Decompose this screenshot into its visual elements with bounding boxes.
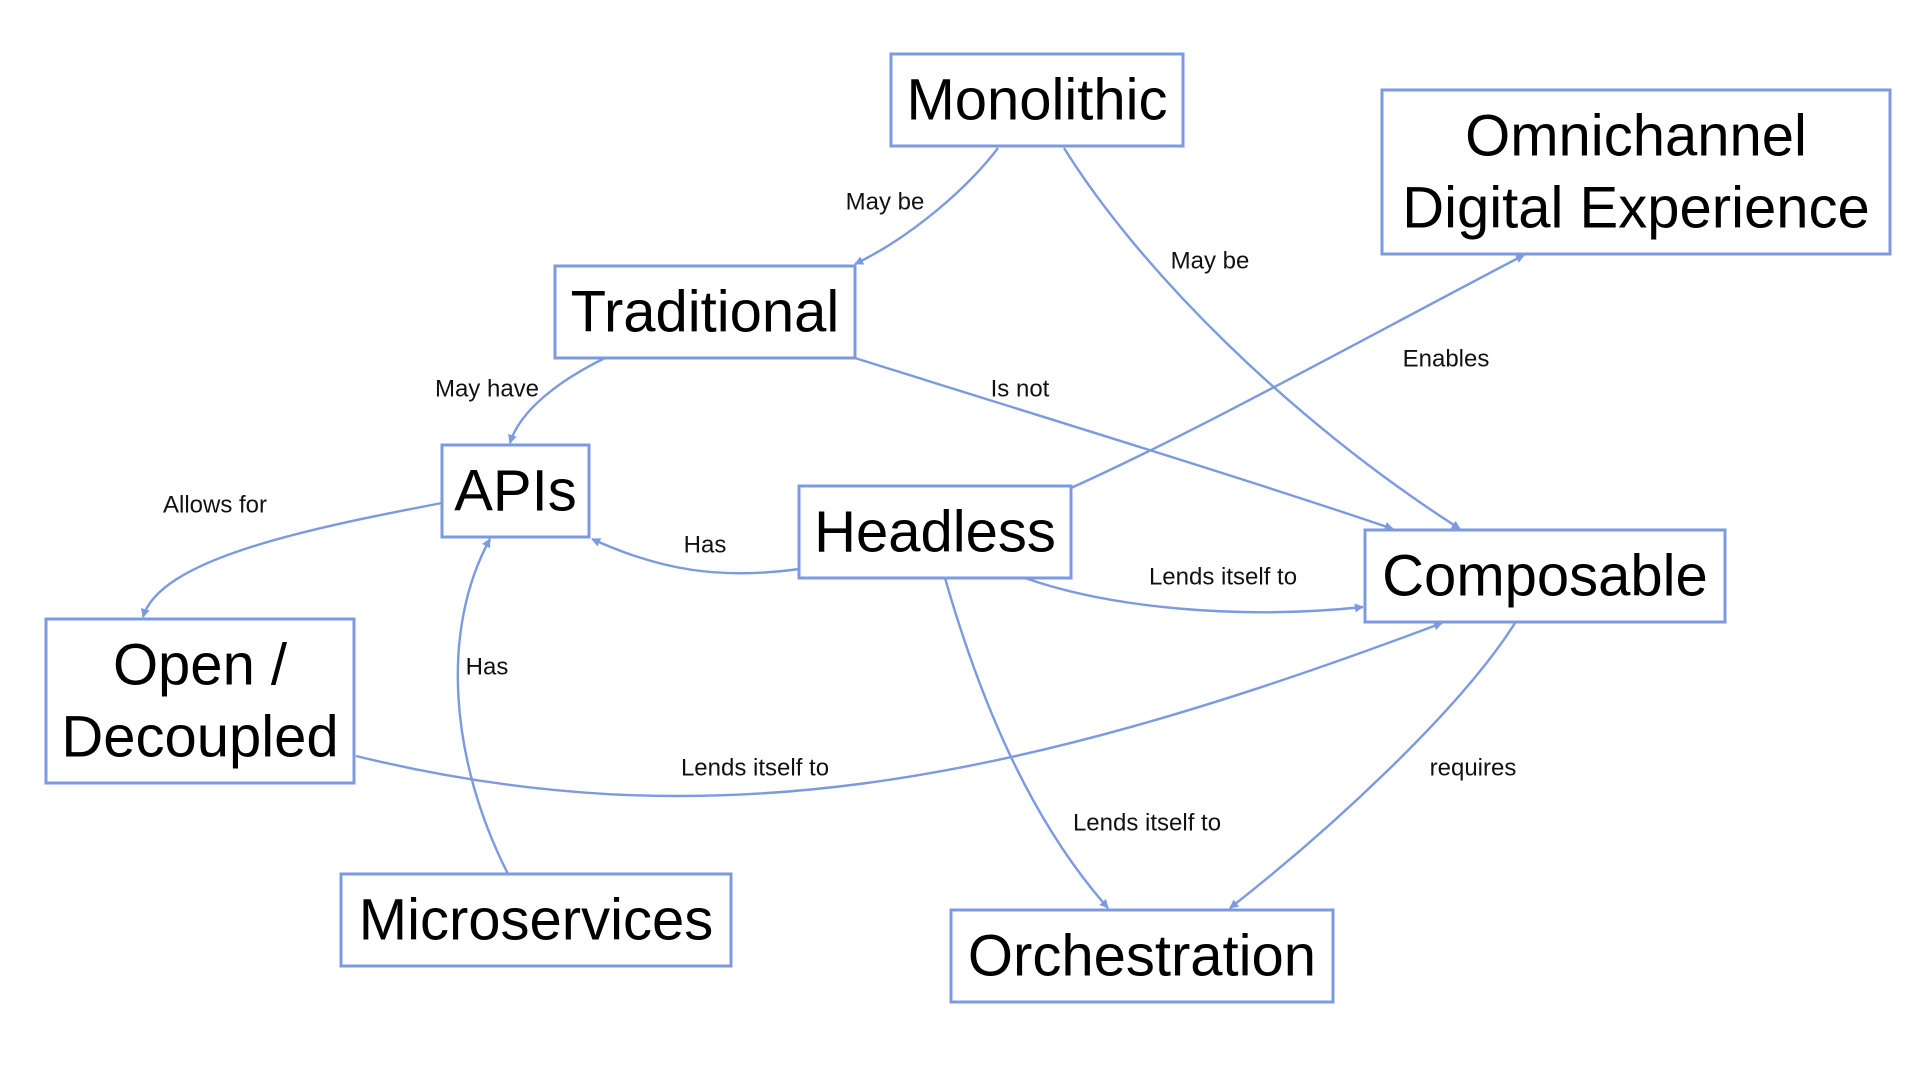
edge-monolithic-composable-label: May be xyxy=(1171,248,1250,275)
edge-traditional-apis-arrow xyxy=(508,356,606,444)
node-headless-label-line-1: Headless xyxy=(814,500,1056,565)
node-traditional-label-line-1: Traditional xyxy=(571,280,840,345)
edge-headless-apis-arrow xyxy=(591,537,800,575)
node-headless-box xyxy=(797,484,1073,580)
node-orchestration-box xyxy=(949,908,1335,1004)
edge-traditional-composable-arrow xyxy=(854,356,1394,531)
edge-headless-orchestration-arrow xyxy=(943,577,1109,909)
node-apis-label-line-1: APIs xyxy=(454,459,577,524)
edge-headless-composable-arrow xyxy=(1024,576,1364,614)
node-apis: APIs xyxy=(440,443,591,539)
edge-headless-composable-label: Lends itself to xyxy=(1149,564,1297,591)
edge-monolithic-traditional-arrow xyxy=(854,147,999,266)
node-apis-box xyxy=(440,443,591,539)
node-orchestration-label-line-1: Orchestration xyxy=(968,924,1316,989)
edge-traditional-apis-label: May have xyxy=(435,376,539,403)
node-open-decoupled: Open / Decoupled xyxy=(44,617,356,785)
edge-monolithic-composable-arrow xyxy=(1062,147,1461,531)
edge-open-composable-label: Lends itself to xyxy=(681,755,829,782)
node-traditional: Traditional xyxy=(553,264,857,360)
node-microservices-label-line-1: Microservices xyxy=(359,888,714,953)
edge-headless-omnichannel-arrow xyxy=(1070,253,1525,490)
node-traditional-box xyxy=(553,264,857,360)
edges xyxy=(141,147,1525,909)
node-orchestration: Orchestration xyxy=(949,908,1335,1004)
node-omnichannel-label-line-1: Omnichannel xyxy=(1465,104,1807,169)
node-microservices: Microservices xyxy=(339,872,733,968)
node-composable: Composable xyxy=(1363,528,1727,624)
edge-microservices-apis-label: Has xyxy=(466,654,509,681)
edge-apis-open-label: Allows for xyxy=(163,492,267,519)
edge-microservices-apis-arrow xyxy=(456,538,510,875)
node-monolithic-box xyxy=(889,52,1185,148)
node-monolithic: Monolithic xyxy=(889,52,1185,148)
node-composable-box xyxy=(1363,528,1727,624)
node-microservices-box xyxy=(339,872,733,968)
node-omnichannel-box xyxy=(1380,88,1892,256)
node-composable-label-line-1: Composable xyxy=(1382,544,1708,609)
node-omnichannel-label-line-2: Digital Experience xyxy=(1402,176,1869,241)
edge-headless-apis-label: Has xyxy=(684,532,727,559)
edge-traditional-composable-label: Is not xyxy=(991,376,1050,403)
node-monolithic-label-line-1: Monolithic xyxy=(906,68,1167,133)
node-headless: Headless xyxy=(797,484,1073,580)
edge-apis-open-arrow xyxy=(141,501,443,618)
edge-composable-orchestration-label: requires xyxy=(1430,755,1517,782)
edge-composable-orchestration-arrow xyxy=(1229,622,1517,909)
node-open-decoupled-box xyxy=(44,617,356,785)
node-open-decoupled-label-line-1: Open / xyxy=(113,633,288,698)
edge-headless-omnichannel-label: Enables xyxy=(1403,346,1490,373)
edge-headless-orchestration-label: Lends itself to xyxy=(1073,810,1221,837)
edge-open-composable-arrow xyxy=(355,621,1443,798)
node-open-decoupled-label-line-2: Decoupled xyxy=(61,705,338,770)
edge-monolithic-traditional-label: May be xyxy=(846,189,925,216)
